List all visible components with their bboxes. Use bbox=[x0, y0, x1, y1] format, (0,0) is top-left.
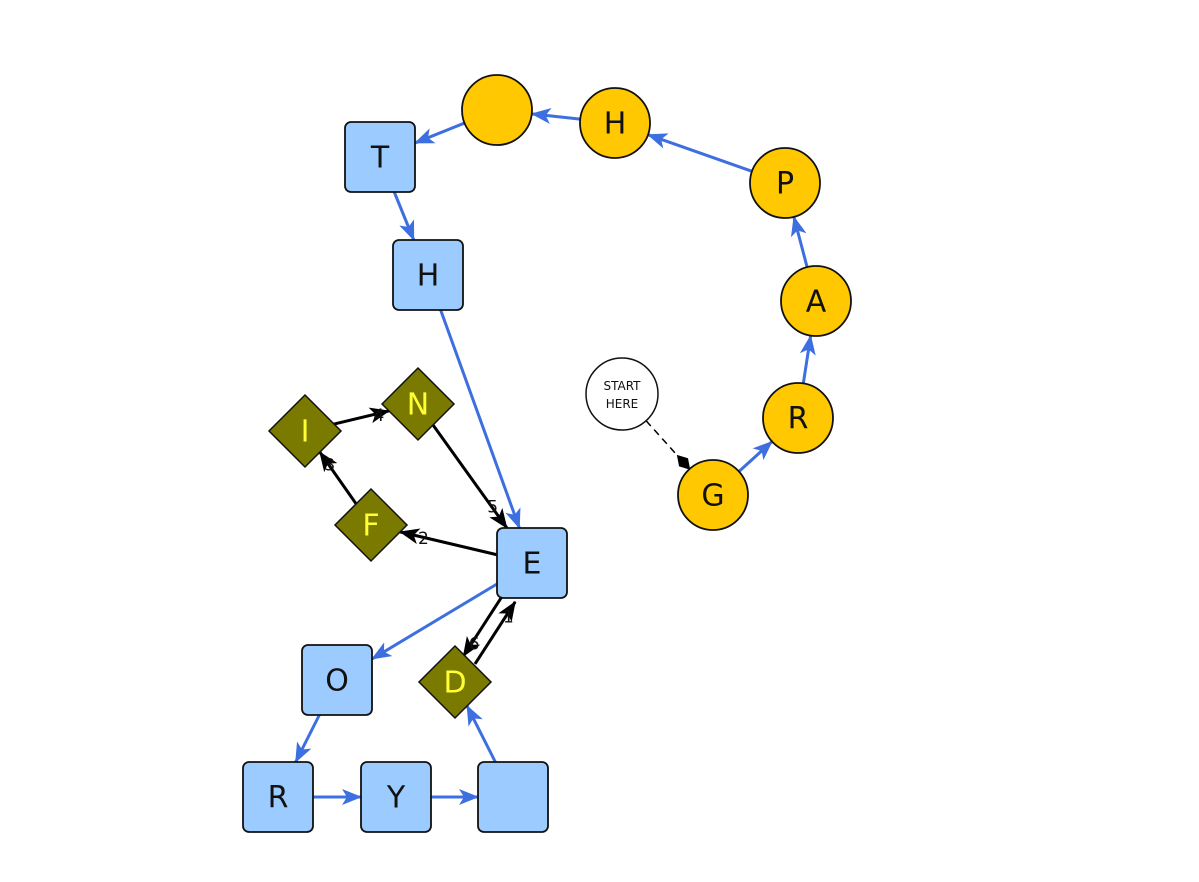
diamond-node-i[interactable]: I bbox=[267, 393, 343, 469]
node-label: P bbox=[776, 167, 794, 202]
edge-t-to-h2 bbox=[392, 191, 416, 241]
node-label: H bbox=[604, 107, 627, 142]
node-label: H bbox=[417, 259, 440, 294]
edge-label: 4 bbox=[373, 406, 384, 426]
start-label-line: HERE bbox=[606, 397, 639, 411]
diamond-node-f[interactable]: F bbox=[333, 487, 409, 563]
circle-node-h1[interactable]: H bbox=[579, 87, 651, 159]
circle-shape bbox=[762, 382, 834, 454]
node-label: G bbox=[701, 479, 724, 514]
edge-n-to-e bbox=[431, 424, 509, 529]
node-label: N bbox=[407, 388, 429, 423]
node-label: E bbox=[523, 547, 542, 582]
edge-e-to-f bbox=[399, 528, 498, 557]
start-node-circle bbox=[585, 357, 659, 431]
edge-h1-to-c0 bbox=[530, 107, 581, 124]
circle-node-a[interactable]: A bbox=[780, 265, 852, 337]
edge-label: 2 bbox=[418, 529, 429, 549]
start-label-line: START bbox=[603, 379, 641, 393]
circle-shape bbox=[579, 87, 651, 159]
circle-shape bbox=[780, 265, 852, 337]
square-shape bbox=[360, 761, 432, 833]
edges-layer bbox=[294, 107, 816, 805]
edge-i-to-n bbox=[333, 407, 390, 426]
node-label: I bbox=[301, 415, 310, 450]
nodes-layer: START HERE G R A P H T H E O R Y D F I N bbox=[242, 74, 852, 833]
start-node[interactable]: START HERE bbox=[585, 357, 659, 431]
square-node-s0[interactable] bbox=[477, 761, 549, 833]
edge-o-to-r2 bbox=[294, 714, 321, 763]
square-shape bbox=[496, 527, 568, 599]
node-label: A bbox=[806, 285, 827, 320]
edge-label: 3 bbox=[324, 456, 335, 476]
circle-shape bbox=[677, 459, 749, 531]
square-shape bbox=[242, 761, 314, 833]
circle-node-r1[interactable]: R bbox=[762, 382, 834, 454]
edge-e-to-o bbox=[371, 582, 498, 661]
square-node-y[interactable]: Y bbox=[360, 761, 432, 833]
square-node-o[interactable]: O bbox=[301, 644, 373, 716]
edge-a-to-p bbox=[790, 215, 809, 268]
edge-g-to-r1 bbox=[737, 440, 774, 473]
node-label: R bbox=[268, 781, 289, 816]
edge-s0-to-d bbox=[465, 705, 497, 763]
square-node-e[interactable]: E bbox=[496, 527, 568, 599]
square-shape bbox=[301, 644, 373, 716]
diamond-shape bbox=[333, 487, 409, 563]
edge-label: 6 bbox=[469, 635, 480, 655]
diamond-node-d[interactable]: D bbox=[417, 644, 493, 720]
circle-node-g[interactable]: G bbox=[677, 459, 749, 531]
node-label: O bbox=[325, 664, 349, 699]
square-shape bbox=[392, 239, 464, 311]
node-label: D bbox=[443, 666, 466, 701]
diamond-shape bbox=[417, 644, 493, 720]
edge-d-to-e bbox=[473, 600, 517, 665]
edge-start-to-g bbox=[645, 420, 691, 470]
edge-c0-to-t bbox=[414, 121, 466, 145]
edge-e-to-d bbox=[462, 593, 505, 658]
square-node-h2[interactable]: H bbox=[392, 239, 464, 311]
square-shape bbox=[477, 761, 549, 833]
edge-h2-to-e bbox=[439, 309, 521, 529]
edge-labels-layer: 1 2 3 4 5 6 bbox=[324, 406, 513, 655]
diamond-shape bbox=[380, 366, 456, 442]
edge-r1-to-a bbox=[799, 334, 816, 384]
node-label: R bbox=[788, 402, 809, 437]
circle-shape bbox=[461, 74, 533, 146]
square-shape bbox=[344, 121, 416, 193]
edge-label: 5 bbox=[487, 497, 498, 517]
circle-shape bbox=[749, 147, 821, 219]
square-node-t[interactable]: T bbox=[344, 121, 416, 193]
circle-node-c0[interactable] bbox=[461, 74, 533, 146]
diamond-shape bbox=[267, 393, 343, 469]
edge-label: 1 bbox=[503, 607, 514, 627]
edge-p-to-h1 bbox=[647, 133, 753, 173]
square-node-r2[interactable]: R bbox=[242, 761, 314, 833]
node-label: Y bbox=[386, 781, 406, 816]
edge-f-to-i bbox=[318, 451, 358, 505]
node-label: F bbox=[362, 509, 379, 544]
diamond-node-n[interactable]: N bbox=[380, 366, 456, 442]
circle-node-p[interactable]: P bbox=[749, 147, 821, 219]
node-label: T bbox=[370, 141, 390, 176]
